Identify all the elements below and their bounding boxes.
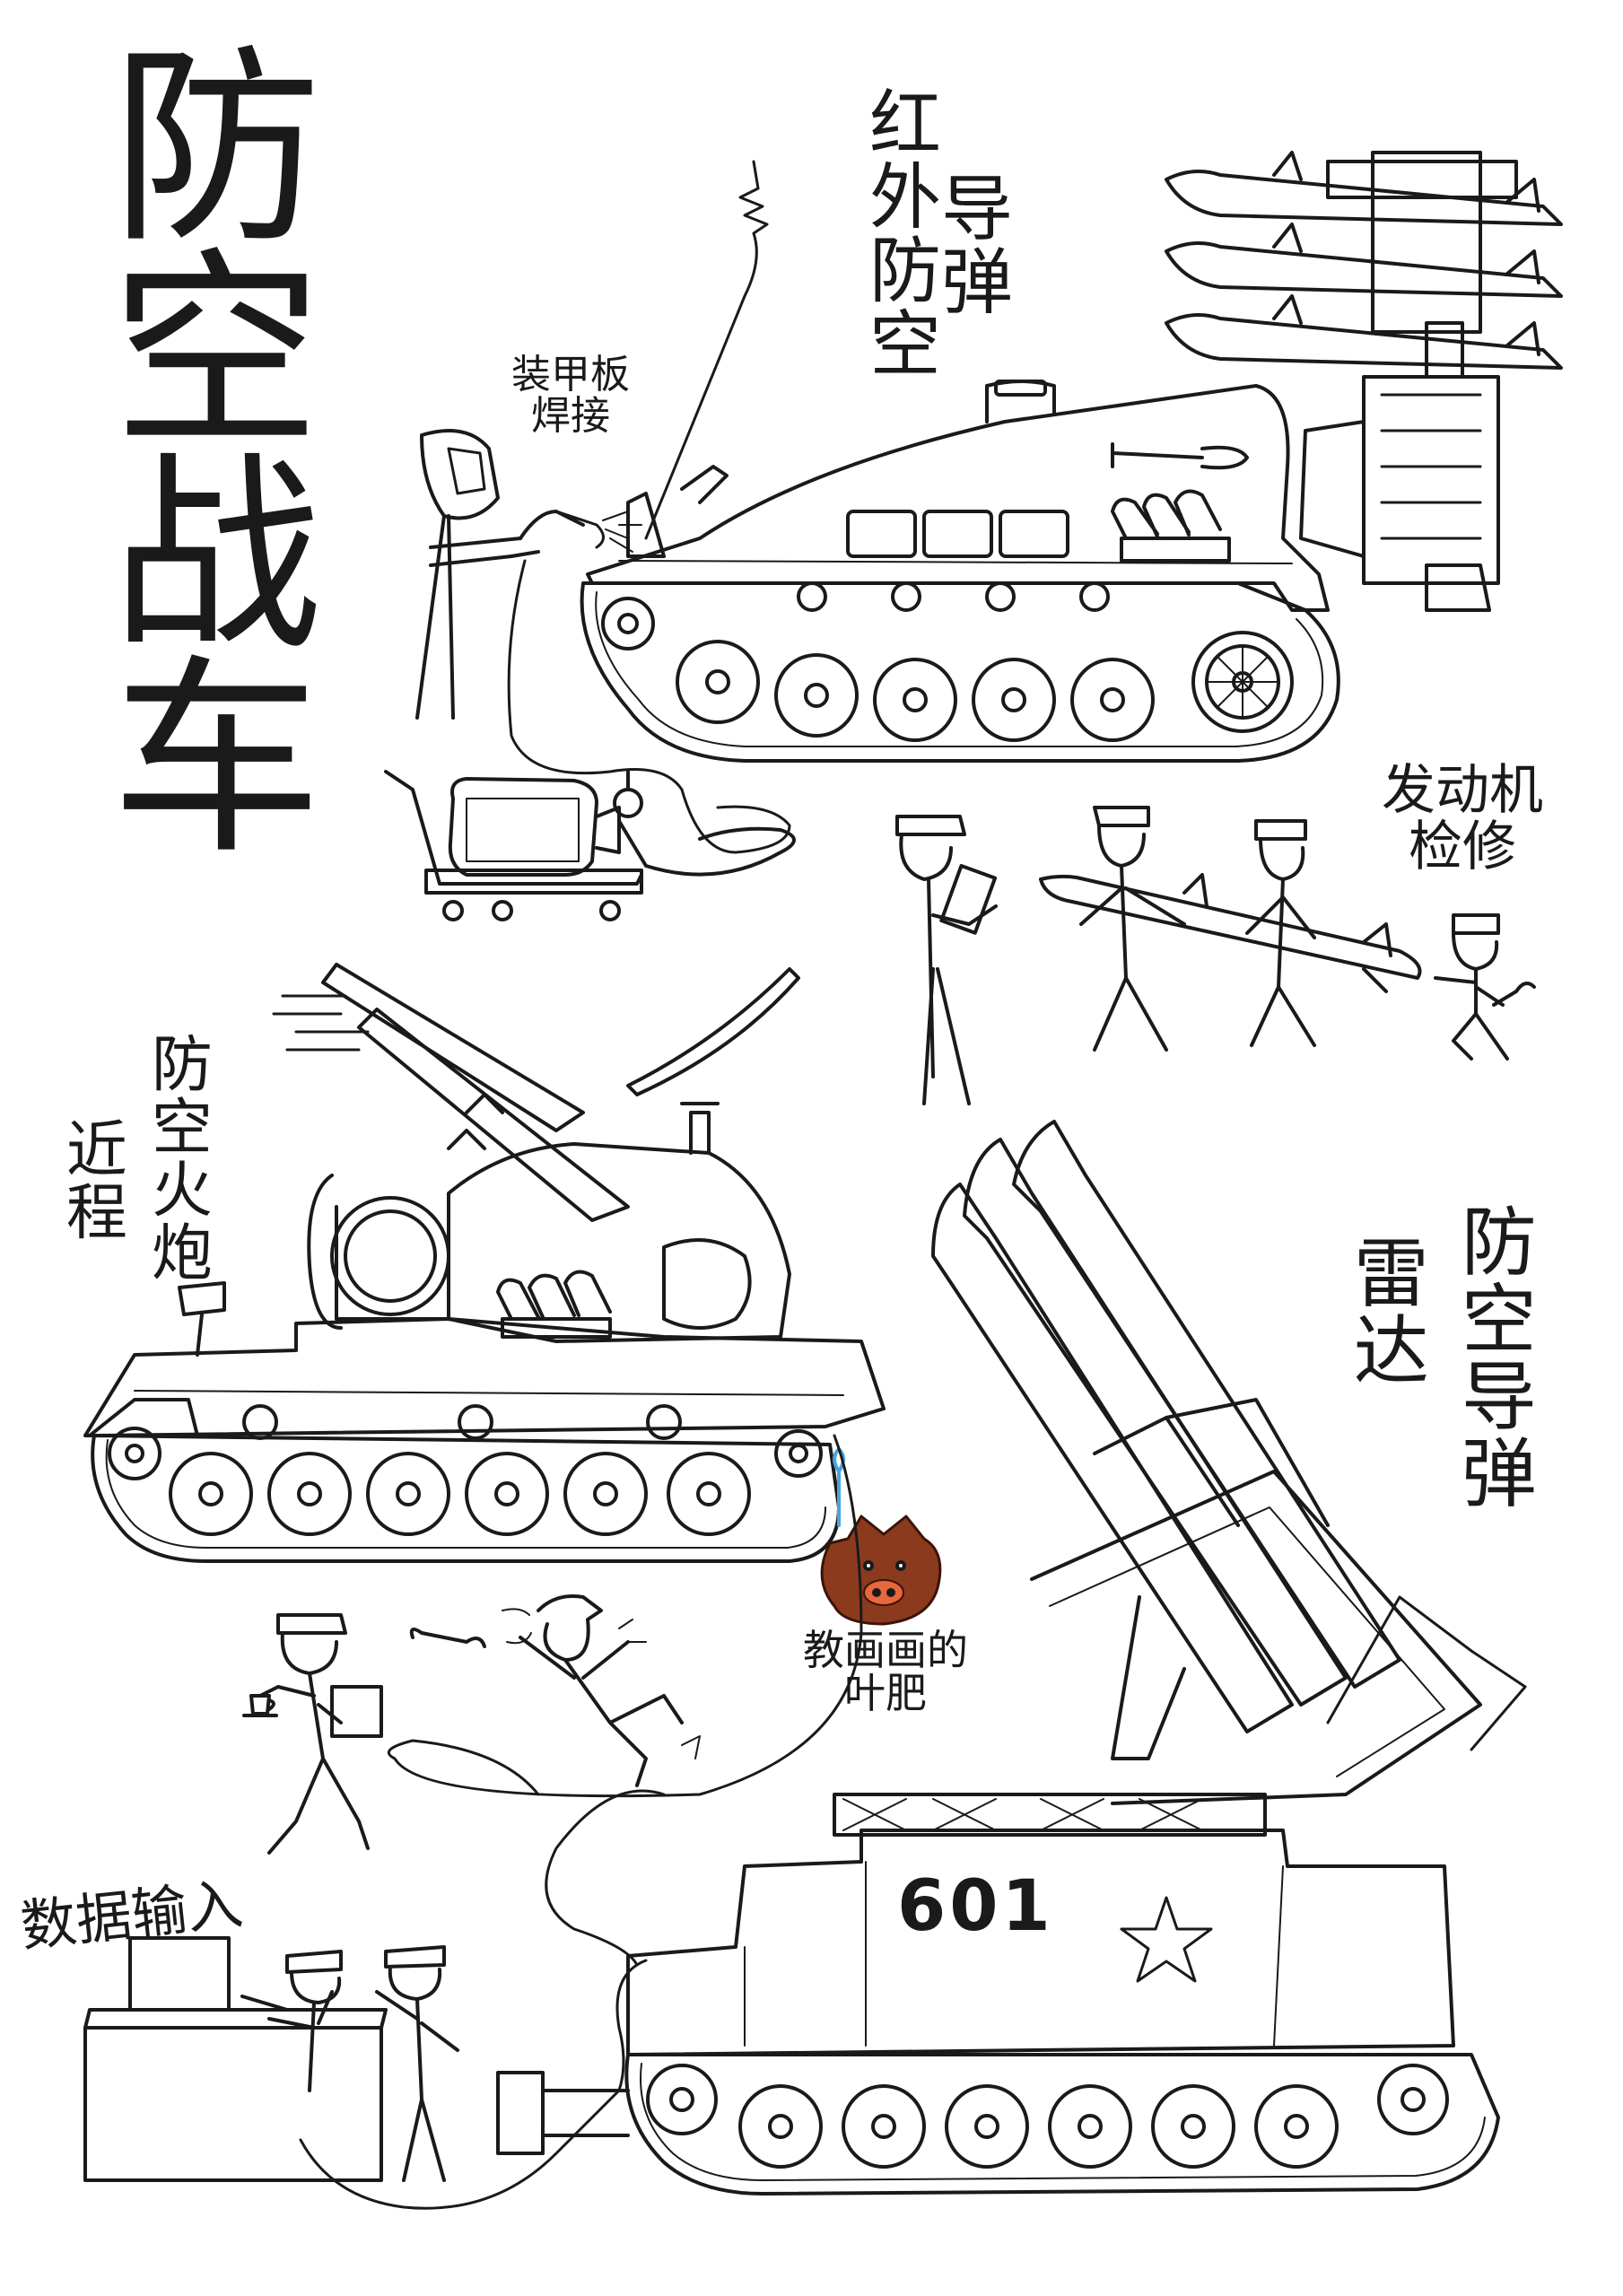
ir-missile-label-line1: 红外防空	[858, 85, 941, 380]
star-icon	[1120, 1896, 1213, 1983]
aa-turret	[447, 1142, 791, 1343]
aa-gun-tank	[83, 963, 886, 1563]
aa-tank-track	[91, 1434, 841, 1563]
armor-welding-label-line1: 装甲板	[511, 352, 630, 397]
ir-missile-label-line2: 导弹	[929, 170, 1013, 318]
ir-tank-antenna	[644, 160, 769, 540]
radar-missile-tank	[624, 1120, 1527, 2196]
armor-welding-label: 装甲板 焊接	[511, 354, 630, 437]
aa-radar-dish	[307, 1174, 343, 1330]
engine-repair-label-line2: 检修	[1409, 816, 1516, 878]
ir-tank-track	[580, 581, 1340, 763]
engine-repair-team	[895, 806, 1536, 1105]
welder-figure	[415, 429, 791, 854]
page-title: 防空战车	[74, 36, 319, 851]
ir-tank-hull	[586, 384, 1330, 612]
engine-repair-label: 发动机 检修	[1382, 763, 1543, 876]
radar-missiles	[931, 1120, 1527, 1805]
gun-to-radar-cable	[387, 1434, 863, 1798]
coffee-cup-icon	[242, 1694, 278, 1717]
coffee-soldier	[242, 1613, 383, 1855]
data-cable	[545, 1789, 666, 1967]
vehicle-number: 601	[897, 1866, 1054, 1947]
radar-missile-label-line2: 防空导弹	[1449, 1202, 1538, 1511]
author-signature: 教画画的 叶肥	[803, 1628, 968, 1715]
wrench-icon	[1492, 982, 1536, 1007]
boar-mascot-icon	[820, 1447, 942, 1626]
clipboard-icon	[939, 863, 998, 935]
author-line1: 教画画的	[803, 1626, 968, 1674]
radar-tank-hull	[626, 1829, 1455, 2056]
aa-gun-label-line2: 近程	[55, 1117, 127, 1243]
aa-tank-hull	[83, 1317, 886, 1437]
welding-machine-cart	[384, 770, 796, 921]
aa-gun-label-line1: 防空火炮	[140, 1032, 212, 1283]
wrench-icon	[409, 1628, 486, 1648]
ir-tank-wheels	[601, 581, 1294, 742]
ir-missile-launcher	[1299, 151, 1518, 612]
running-mechanic	[409, 1594, 701, 1787]
data-input-station	[83, 1936, 648, 2210]
author-line2: 叶肥	[844, 1669, 927, 1718]
aa-tank-wheels	[108, 1404, 823, 1536]
aa-twin-barrels	[272, 963, 630, 1222]
radar-tank-track	[624, 2053, 1500, 2196]
radar-tank-wheels	[646, 2064, 1449, 2169]
engine-repair-label-line1: 发动机	[1382, 759, 1543, 822]
radar-missile-label-line1: 雷达	[1341, 1234, 1430, 1388]
armor-welding-label-line2: 焊接	[531, 393, 610, 440]
ir-missiles	[1165, 151, 1563, 370]
ir-missile-tank	[580, 151, 1563, 763]
